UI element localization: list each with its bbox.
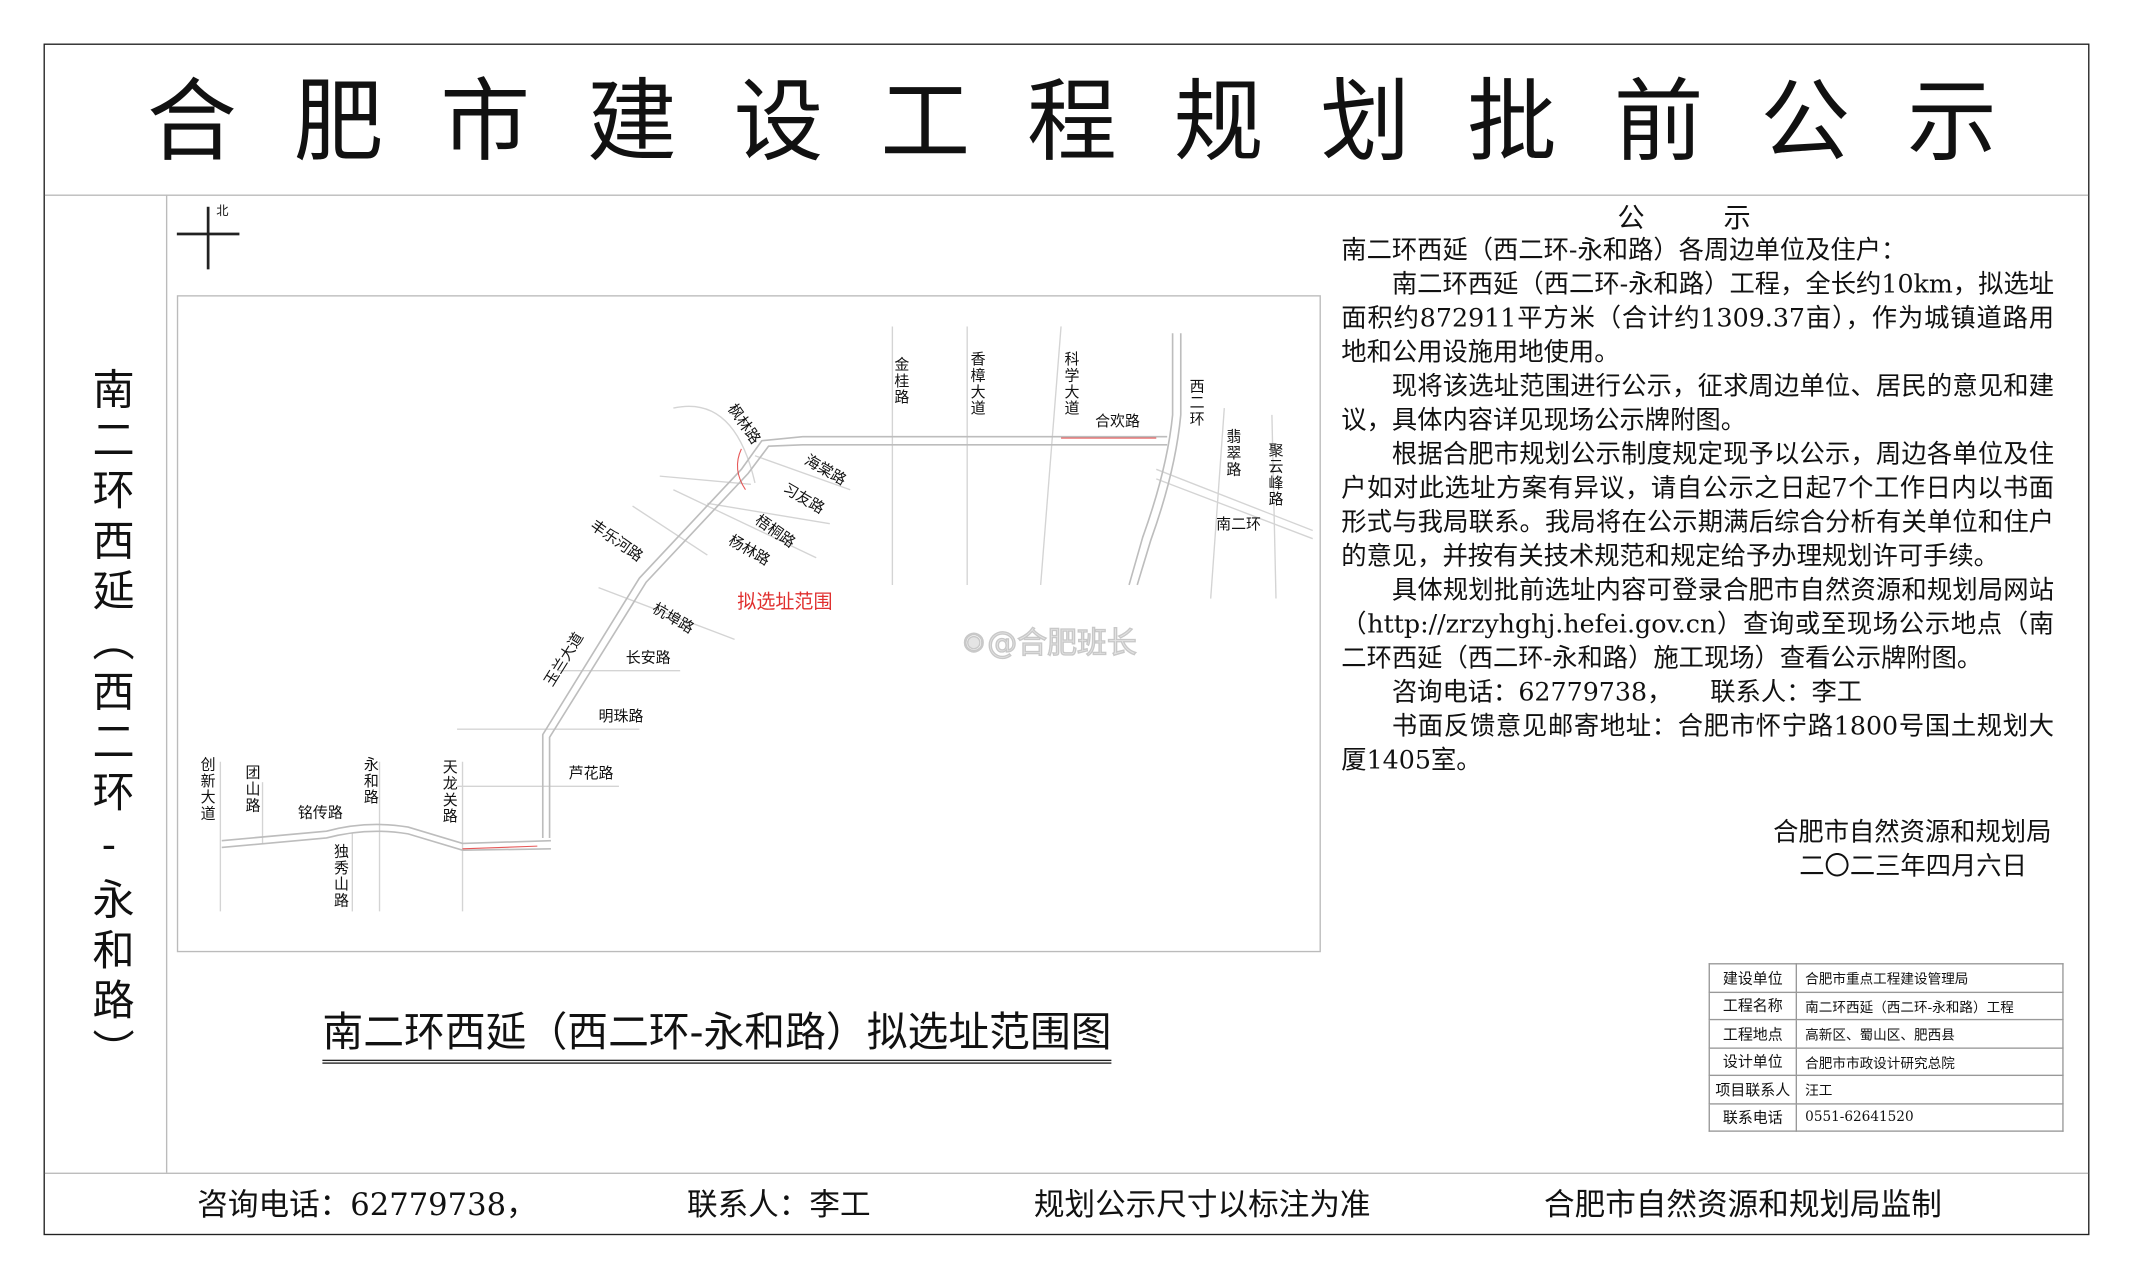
road-line [1136, 333, 1182, 586]
table-row: 工程名称南二环西延（西二环-永和路）工程 [1708, 991, 2064, 1021]
road-label: 南二环 [1216, 515, 1262, 534]
project-info-table: 建设单位合肥市重点工程建设管理局 工程名称南二环西延（西二环-永和路）工程 工程… [1708, 963, 2064, 1132]
notice-heading: 公示 [1617, 201, 1830, 234]
title-char: 市 [440, 69, 531, 175]
table-row: 项目联系人汪工 [1708, 1074, 2064, 1104]
notice-paragraph: 南二环西延（西二环-永和路）工程，全长约10km，拟选址面积约872911平方米… [1341, 270, 2055, 368]
table-row: 工程地点高新区、蜀山区、肥西县 [1708, 1018, 2064, 1049]
road-line [673, 489, 817, 559]
road-line [1156, 478, 1313, 540]
road-line [1128, 333, 1174, 586]
title-char: 设 [733, 69, 824, 175]
road-line [754, 455, 851, 491]
route-line [221, 444, 1168, 852]
info-value: 合肥市重点工程建设管理局 [1795, 963, 2064, 993]
route-range-line [736, 448, 746, 491]
notice-paragraph: 现将该选址范围进行公示，征求周边单位、居民的意见和建议，具体内容详见现场公示牌附… [1341, 372, 2055, 436]
title-char: 工 [880, 69, 971, 175]
watermark: ◉ @合肥班长 [962, 619, 1138, 663]
road-label: 金桂路 [892, 356, 911, 406]
site-map [176, 295, 1321, 953]
road-label: 合欢路 [1095, 412, 1140, 430]
notice-paragraph: 咨询电话：62779738， 联系人：李工 [1391, 678, 1863, 708]
footer-contact: 联系人：李工 [686, 1187, 871, 1223]
road-label: 科学大道 [1062, 350, 1081, 417]
route-range-line [462, 845, 538, 850]
info-value: 汪工 [1795, 1074, 2064, 1104]
road-label: 明珠路 [598, 707, 644, 726]
road-label: 团山路 [243, 764, 262, 814]
road-line [632, 505, 708, 556]
road-line [659, 475, 751, 485]
info-label: 建设单位 [1708, 963, 1797, 993]
signature-date: 二〇二三年四月六日 [1799, 852, 2027, 882]
signature-org: 合肥市自然资源和规划局 [1773, 818, 2052, 848]
road-label: 长安路 [625, 648, 671, 667]
project-side-title: 南二环西延（西二环-永和路） [84, 367, 134, 1079]
info-value: 南二环西延（西二环-永和路）工程 [1795, 991, 2064, 1021]
outer-frame [43, 43, 2090, 1236]
table-row: 建设单位合肥市重点工程建设管理局 [1708, 963, 2064, 993]
road-line [1271, 414, 1277, 599]
info-label: 工程地点 [1708, 1018, 1797, 1049]
divider [44, 194, 2089, 196]
road-label: 铭传路 [297, 803, 343, 822]
notice-paragraph: 根据合肥市规划公示制度规定现予以公示，周边各单位及住户如对此选址方案有异议，请自… [1341, 440, 2055, 572]
road-line [1156, 468, 1313, 532]
road-line [1210, 408, 1225, 599]
title-char: 批 [1467, 69, 1557, 175]
route-line [221, 435, 1168, 845]
road-label: 翡翠路 [1224, 428, 1242, 478]
info-value: 0551-62641520 [1795, 1102, 2064, 1132]
footer-issuer: 合肥市自然资源和规划局监制 [1543, 1187, 1942, 1223]
table-row: 设计单位合肥市市政设计研究总院 [1708, 1046, 2064, 1077]
title-char: 建 [586, 69, 677, 175]
map-caption: 南二环西延（西二环-永和路）拟选址范围图 [322, 1009, 1112, 1064]
divider [44, 1172, 2089, 1174]
footer-note: 规划公示尺寸以标注为准 [1033, 1187, 1371, 1223]
title-char: 公 [1760, 69, 1851, 175]
watermark-text: @合肥班长 [987, 626, 1138, 662]
road-label: 西二环 [1187, 378, 1206, 428]
notice-signature: 合肥市自然资源和规划局 二〇二三年四月六日 [1741, 816, 2054, 884]
info-value: 高新区、蜀山区、肥西县 [1795, 1018, 2064, 1049]
footer-phone: 咨询电话：62779738， [197, 1187, 537, 1223]
info-label: 项目联系人 [1708, 1074, 1797, 1104]
title-char: 合 [146, 69, 237, 175]
road-label: 独秀山路 [331, 843, 350, 909]
title-char: 程 [1027, 69, 1117, 175]
north-label: 北 [216, 205, 229, 220]
road-label: 天龙关路 [440, 759, 459, 825]
road-line [1039, 326, 1062, 585]
notice-salutation: 南二环西延（西二环-永和路）各周边单位及住户： [1341, 236, 1907, 266]
title-char: 肥 [293, 69, 384, 175]
title-char: 规 [1173, 69, 1264, 175]
site-range-label: 拟选址范围 [737, 591, 833, 614]
title-char: 划 [1320, 69, 1411, 175]
notice-paragraph: 具体规划批前选址内容可登录合肥市自然资源和规划局网站（http://zrzyhg… [1341, 576, 2055, 674]
weibo-icon: ◉ [962, 626, 985, 656]
road-label: 永和路 [361, 756, 380, 806]
page-title: 合 肥 市 建 设 工 程 规 划 批 前 公 示 [147, 65, 1997, 179]
road-label: 香樟大道 [968, 350, 987, 417]
divider [165, 194, 168, 1173]
north-arrow-icon [174, 204, 242, 272]
notice-text: 公示 南二环西延（西二环-永和路）各周边单位及住户： 南二环西延（西二环-永和路… [1341, 201, 2054, 778]
info-value: 合肥市市政设计研究总院 [1795, 1046, 2064, 1077]
info-label: 工程名称 [1708, 991, 1797, 1021]
road-label: 芦花路 [568, 764, 614, 783]
road-line [673, 405, 756, 484]
road-line [598, 587, 735, 640]
road-line [707, 502, 830, 525]
title-char: 示 [1907, 69, 1997, 175]
road-label: 聚云峰路 [1266, 442, 1285, 508]
title-char: 前 [1613, 69, 1704, 175]
info-label: 联系电话 [1708, 1102, 1797, 1132]
notice-paragraph: 书面反馈意见邮寄地址：合肥市怀宁路1800号国土规划大厦1405室。 [1341, 712, 2055, 776]
info-label: 设计单位 [1708, 1046, 1797, 1077]
road-label: 创新大道 [198, 756, 217, 822]
